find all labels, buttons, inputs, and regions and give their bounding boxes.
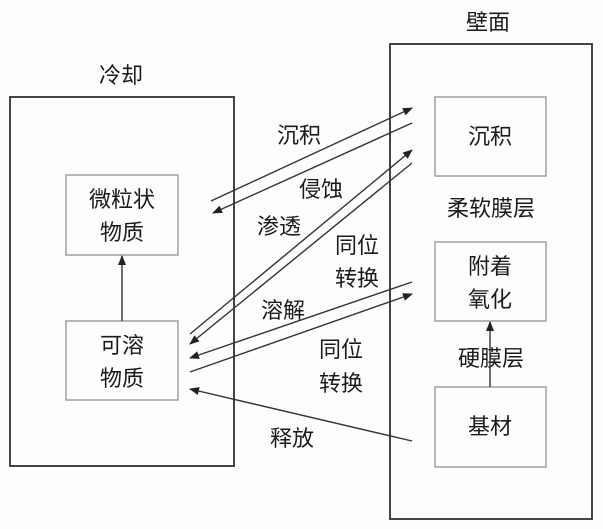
node-label-line: 微粒状 — [89, 188, 155, 213]
wall-title: 壁面 — [466, 11, 510, 36]
node-label-line: 可溶 — [100, 334, 144, 359]
edge-permeation — [189, 149, 413, 335]
edge-labels: 沉积 侵蚀 渗透 同位 转换 溶解 同位 转换 释放 — [257, 124, 379, 452]
hard-film-layer-label: 硬膜层 — [458, 347, 524, 372]
edge-dissolution — [189, 281, 413, 359]
cooling-title: 冷却 — [99, 64, 143, 89]
edge-label-dissolution: 溶解 — [261, 299, 305, 324]
node-label-line: 基材 — [468, 415, 512, 440]
wall-group: 壁面 沉积 柔软膜层 附着 氧化 硬膜层 基材 — [389, 11, 593, 520]
edge-label-isotope-exchange-1-line2: 转换 — [335, 267, 379, 292]
edge-label-deposition: 沉积 — [277, 124, 321, 149]
edge-erosion — [212, 122, 413, 214]
edge-label-isotope-exchange-2-line1: 同位 — [319, 338, 363, 363]
node-attached-oxidation[interactable]: 附着 氧化 — [434, 241, 547, 322]
edge-deposition — [210, 107, 413, 202]
node-deposition[interactable]: 沉积 — [434, 96, 547, 177]
edge-label-release: 释放 — [270, 427, 314, 452]
edge-label-isotope-exchange-2-line2: 转换 — [319, 372, 363, 397]
node-particulate-matter[interactable]: 微粒状 物质 — [65, 174, 179, 256]
edge-release — [189, 387, 413, 442]
node-label-line: 物质 — [100, 367, 144, 392]
wall-container — [389, 43, 593, 520]
node-label-line: 附着 — [468, 255, 512, 280]
edge-isotope-exchange-1 — [189, 162, 413, 345]
node-soluble-matter[interactable]: 可溶 物质 — [65, 320, 179, 401]
soft-film-layer-label: 柔软膜层 — [447, 197, 535, 222]
edge-label-isotope-exchange-1-line1: 同位 — [335, 234, 379, 259]
node-label-line: 物质 — [100, 221, 144, 246]
edges — [118, 107, 494, 442]
cooling-container — [9, 96, 235, 467]
edge-label-permeation: 渗透 — [257, 215, 301, 240]
node-box — [434, 96, 547, 177]
node-label-line: 沉积 — [468, 125, 512, 150]
edge-label-erosion: 侵蚀 — [299, 178, 343, 203]
node-label-line: 氧化 — [468, 288, 512, 313]
node-substrate[interactable]: 基材 — [434, 386, 547, 468]
edge-isotope-exchange-2 — [189, 293, 413, 373]
